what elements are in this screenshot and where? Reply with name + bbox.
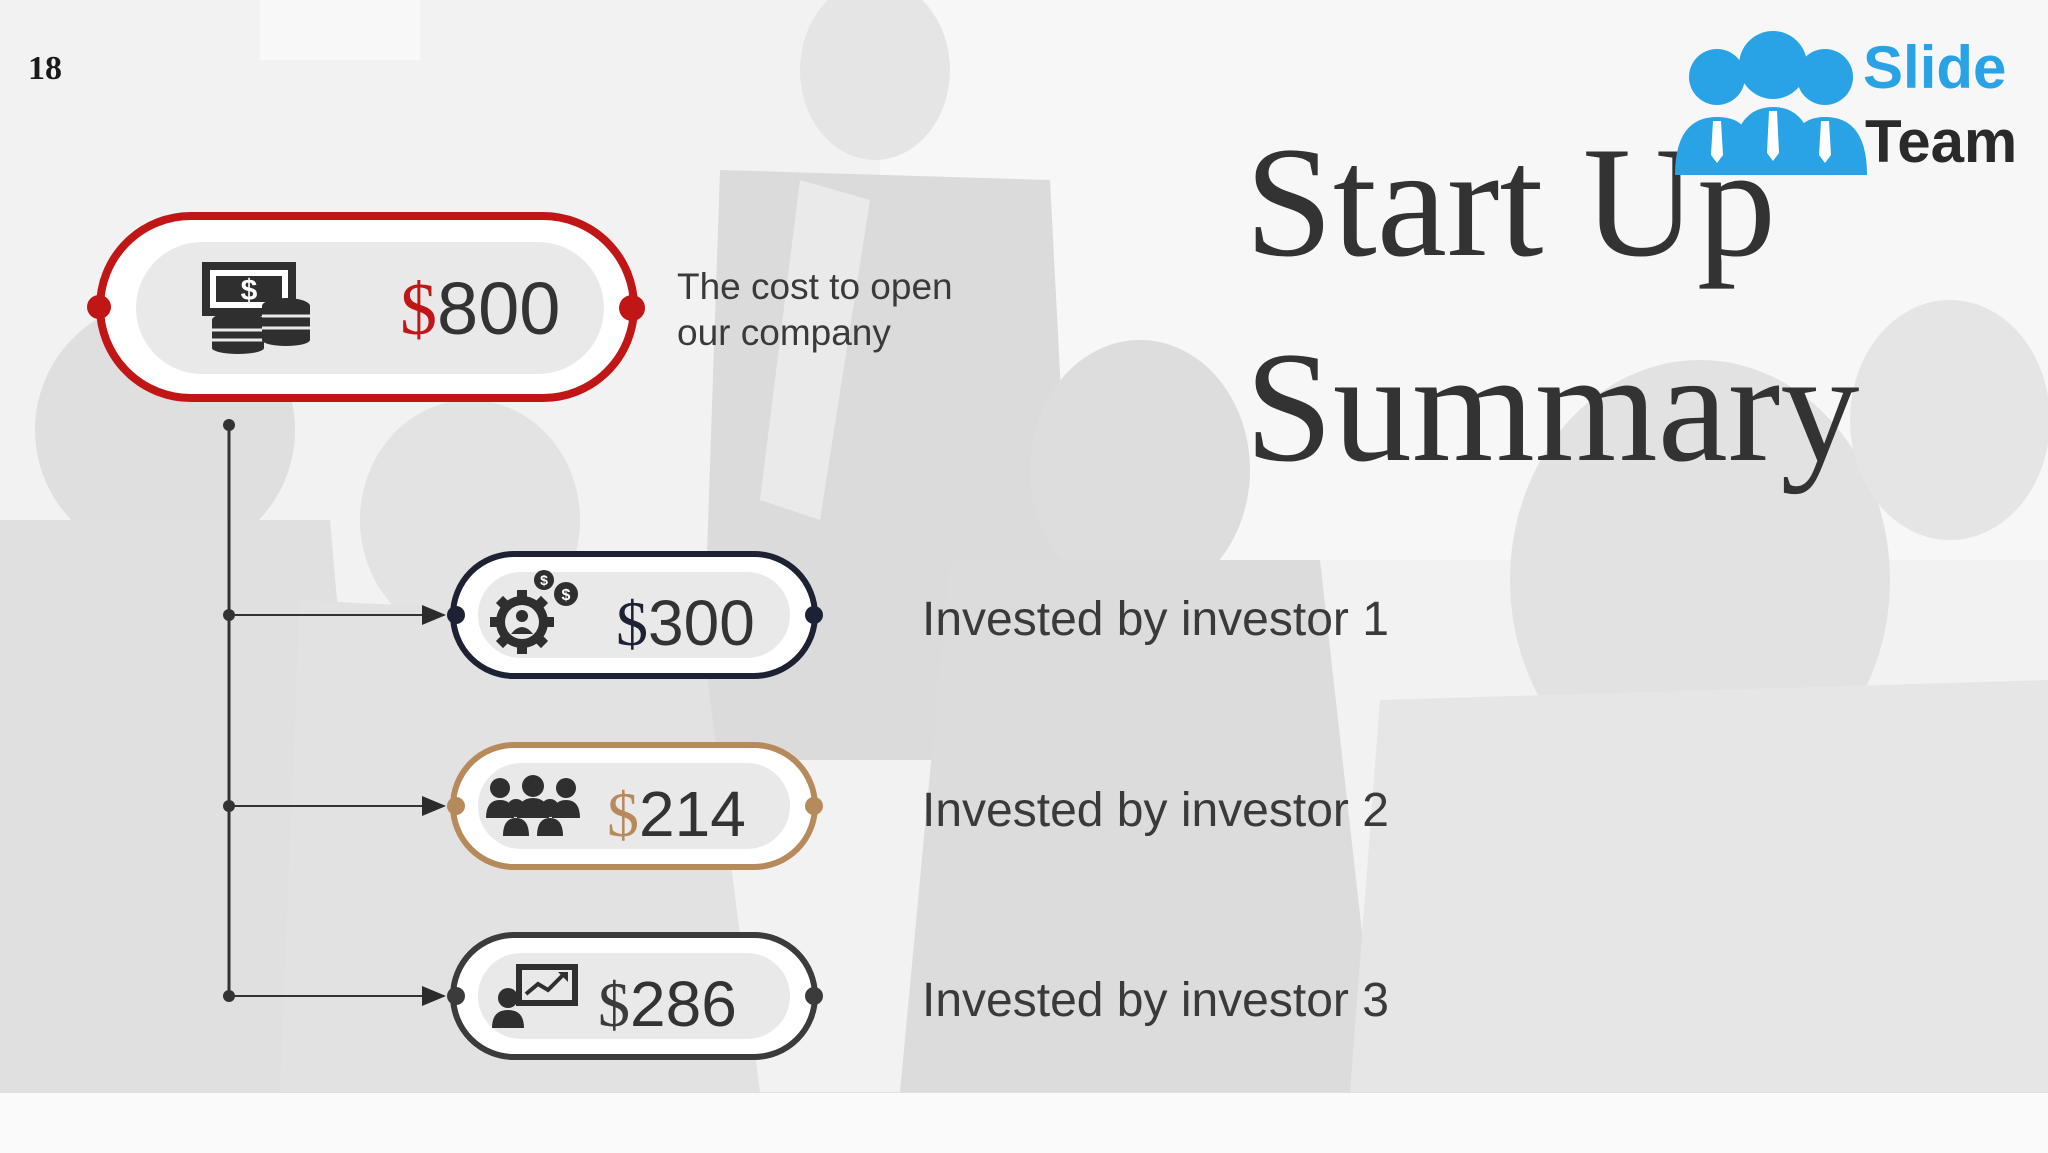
- slide-title-line2: Summary: [1245, 320, 1860, 495]
- logo-word-team: Team: [1865, 108, 2018, 175]
- slide-title: Start Up Summary: [1245, 100, 2005, 510]
- connector-lines: [223, 419, 446, 1006]
- investor-3-amount: $286: [598, 967, 737, 1042]
- investor-2-left-dot: [447, 797, 465, 815]
- main-cost-amount: $800: [400, 266, 560, 353]
- investor-1-amount: $300: [616, 586, 755, 661]
- investor-1-value: 300: [648, 587, 755, 659]
- investor-3-right-dot: [805, 987, 823, 1005]
- main-cost-value: 800: [437, 267, 561, 350]
- presentation-chart-icon: [492, 964, 578, 1028]
- investor-3-value: 286: [630, 968, 737, 1040]
- background-photo: [0, 0, 2048, 1092]
- main-cost-description-line2: our company: [677, 312, 891, 353]
- main-cost-left-dot: [87, 295, 111, 319]
- investor-1-currency: $: [616, 588, 648, 659]
- investor-2-value: 214: [639, 778, 746, 850]
- investor-1-left-dot: [447, 606, 465, 624]
- svg-text:$: $: [562, 587, 571, 604]
- svg-text:$: $: [241, 274, 258, 307]
- investor-3-currency: $: [598, 969, 630, 1040]
- slideteam-logo-icon: [1675, 31, 1867, 175]
- page-number: 18: [28, 50, 62, 87]
- main-cost-description: The cost to open our company: [677, 264, 953, 356]
- investor-2-description: Invested by investor 2: [922, 784, 1389, 837]
- investor-2-currency: $: [607, 779, 639, 850]
- investor-2-right-dot: [805, 797, 823, 815]
- investor-1-description: Invested by investor 1: [922, 593, 1389, 646]
- investor-2-amount: $214: [607, 777, 746, 852]
- investor-3-description: Invested by investor 3: [922, 974, 1389, 1027]
- investor-1-right-dot: [805, 606, 823, 624]
- main-cost-currency: $: [400, 269, 437, 351]
- main-cost-description-line1: The cost to open: [677, 266, 953, 307]
- team-group-icon: [486, 775, 580, 836]
- money-coins-icon: $: [202, 262, 310, 354]
- investor-gear-icon: $ $: [490, 570, 578, 654]
- main-cost-right-dot: [619, 295, 645, 321]
- slide-canvas: 18 $ $800: [0, 0, 2048, 1092]
- bottom-strip: [0, 1092, 2048, 1153]
- svg-text:$: $: [540, 572, 548, 588]
- investor-3-left-dot: [447, 987, 465, 1005]
- logo-word-slide: Slide: [1863, 34, 2007, 101]
